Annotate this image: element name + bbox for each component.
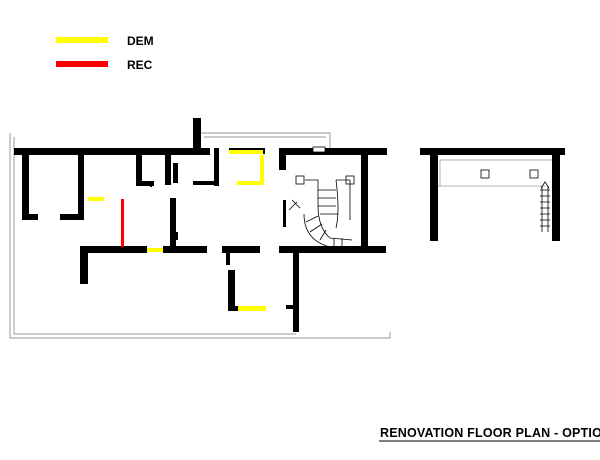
title-text: RENOVATION FLOOR PLAN - OPTION — [380, 426, 600, 440]
section-plan — [420, 148, 565, 241]
legend-rec-label: REC — [127, 58, 153, 72]
legend-rec-swatch — [56, 61, 108, 67]
wall-ticks — [150, 183, 286, 240]
reconstruct-walls — [121, 199, 124, 247]
stair-details — [288, 146, 355, 248]
main-plan-walls — [14, 118, 387, 332]
demolish-walls — [88, 150, 266, 311]
site-outline — [9, 132, 391, 339]
drawing-title: RENOVATION FLOOR PLAN - OPTION — [379, 426, 600, 442]
legend-dem-label: DEM — [127, 34, 154, 48]
legend-dem-swatch — [56, 37, 108, 43]
legend: DEM REC — [56, 34, 154, 72]
